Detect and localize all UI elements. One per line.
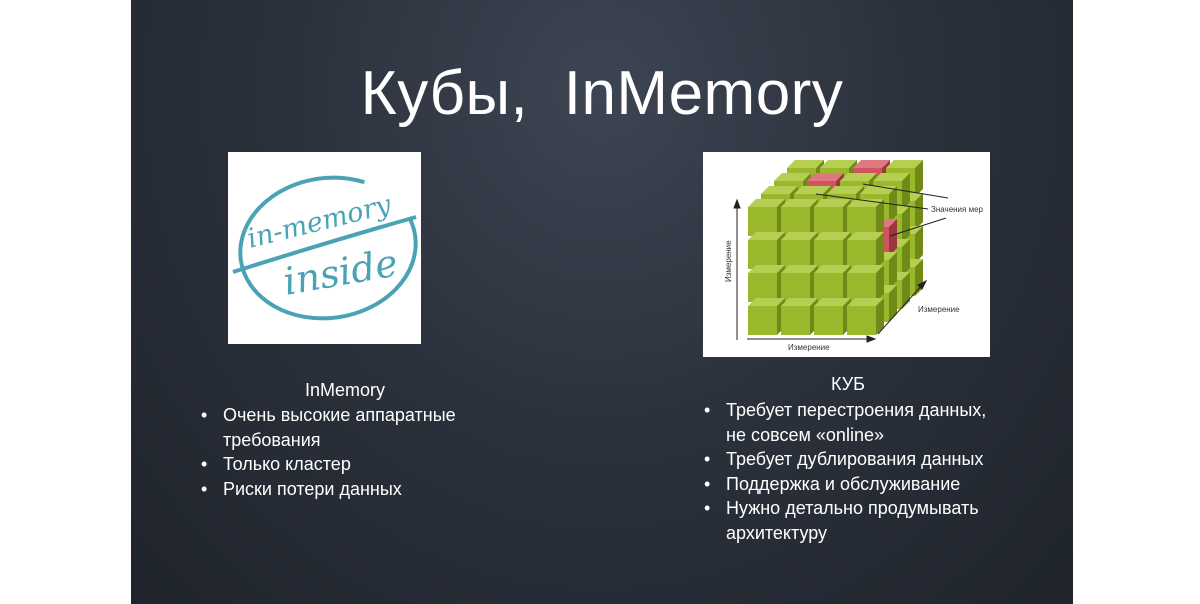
- cube-face: [781, 265, 818, 273]
- cube-face: [847, 199, 884, 207]
- cube-face: [748, 273, 777, 302]
- axis-horizontal-label: Измерение: [788, 343, 830, 352]
- bullet-item: Риски потери данных: [197, 477, 487, 502]
- cube-face: [915, 160, 923, 197]
- cube-face: [748, 232, 785, 240]
- cube-face: [781, 207, 810, 236]
- cube-face: [876, 199, 884, 236]
- cube-face: [847, 240, 876, 269]
- inmemory-heading: InMemory: [304, 380, 385, 400]
- cube-face: [876, 298, 884, 335]
- cube-face: [847, 232, 884, 240]
- cube-face: [781, 232, 818, 240]
- cube-face: [781, 306, 810, 335]
- cube-face: [814, 240, 843, 269]
- cube-face: [873, 173, 910, 181]
- cube-face: [889, 252, 897, 289]
- cube-face: [781, 199, 818, 207]
- bullet-item: Требует дублирования данных: [700, 447, 990, 472]
- cube-face: [840, 173, 877, 181]
- cube-face: [794, 186, 831, 194]
- bullet-item: Только кластер: [197, 452, 487, 477]
- cube-face: [787, 160, 824, 168]
- cube-face: [814, 265, 851, 273]
- axis-depth-label: Измерение: [918, 305, 960, 314]
- cube-face: [774, 173, 811, 181]
- bullet-item: Очень высокие аппаратные требования: [197, 403, 487, 452]
- cube-face: [761, 186, 798, 194]
- cube-face: [902, 206, 910, 243]
- bullet-item: Поддержка и обслуживание: [700, 472, 990, 497]
- cube-heading: КУБ: [831, 374, 865, 394]
- cube-face: [748, 199, 785, 207]
- cube-face: [748, 240, 777, 269]
- cube-face: [814, 199, 851, 207]
- cube-face: [748, 298, 785, 306]
- cube-face: [814, 306, 843, 335]
- olap-cube-diagram: Значения мер Измерение Измерение Измерен…: [703, 152, 990, 357]
- cube-face: [847, 207, 876, 236]
- cube-face: [814, 232, 851, 240]
- inmemory-bullets: Очень высокие аппаратные требования Толь…: [197, 403, 487, 501]
- cube-face: [814, 207, 843, 236]
- bullet-item: Требует перестроения данных, не совсем «…: [700, 398, 990, 447]
- measures-label: Значения мер: [931, 205, 984, 214]
- cube-face: [902, 272, 910, 309]
- in-memory-inside-logo: in-memory inside: [228, 152, 421, 344]
- slide: Кубы, InMemory in-memory inside Значения…: [131, 0, 1073, 604]
- slide-title: Кубы, InMemory: [360, 59, 844, 128]
- cube-face: [814, 298, 851, 306]
- cube-face: [748, 207, 777, 236]
- cube-face: [807, 173, 844, 181]
- cube-face: [781, 273, 810, 302]
- cube-face: [886, 160, 923, 168]
- cube-face: [902, 239, 910, 276]
- cube-bullets: Требует перестроения данных, не совсем «…: [700, 398, 990, 545]
- cube-face: [889, 285, 897, 322]
- cube-face: [847, 298, 884, 306]
- cube-face: [853, 160, 890, 168]
- cube-face: [827, 186, 864, 194]
- cube-face: [814, 273, 843, 302]
- cube-face: [876, 265, 884, 302]
- bullet-item: Нужно детально продумывать архитектуру: [700, 496, 990, 545]
- cube-face: [781, 240, 810, 269]
- cube-face: [748, 306, 777, 335]
- cube-face: [847, 265, 884, 273]
- cube-face: [847, 273, 876, 302]
- cube-face: [915, 226, 923, 263]
- cube-face: [889, 219, 897, 256]
- cube-face: [748, 265, 785, 273]
- cube-face: [847, 306, 876, 335]
- axis-vertical-label: Измерение: [724, 240, 733, 282]
- cube-face: [820, 160, 857, 168]
- cube-face: [915, 193, 923, 230]
- cube-face: [876, 232, 884, 269]
- cube-face: [781, 298, 818, 306]
